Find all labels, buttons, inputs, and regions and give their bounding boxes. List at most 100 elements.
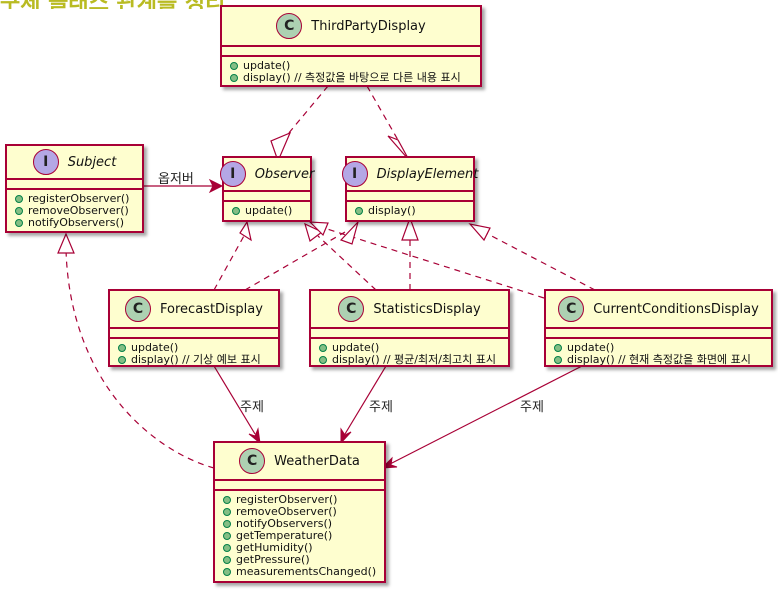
- forecast-to-weather-line: [213, 365, 256, 435]
- method: display(): [355, 205, 469, 217]
- methods-compartment: update(): [224, 202, 310, 217]
- public-method-icon: [230, 74, 238, 82]
- public-method-icon: [15, 195, 23, 203]
- arrowhead-display-element-from-forecast: [339, 221, 359, 245]
- attributes-compartment: [546, 329, 771, 339]
- arrowhead-weather-from-statistics: [340, 427, 352, 445]
- class-name: ForecastDisplay: [160, 301, 263, 317]
- interface-name: Subject: [67, 154, 117, 170]
- observer-link-label: 옵저버: [158, 172, 194, 187]
- class-name: CurrentConditionsDisplay: [593, 301, 759, 317]
- method: registerObserver(): [223, 494, 380, 506]
- arrowhead-subject-from-weather: [57, 232, 75, 254]
- public-method-icon: [223, 544, 231, 552]
- method: display() // 측정값을 바탕으로 다른 내용 표시: [230, 72, 476, 84]
- method: display() // 현재 측정값을 화면에 표시: [554, 354, 767, 366]
- public-method-icon: [223, 520, 231, 528]
- method: notifyObservers(): [223, 518, 380, 530]
- public-method-icon: [554, 356, 562, 364]
- method: update(): [118, 342, 274, 354]
- public-method-icon: [118, 344, 126, 352]
- class-name: ThirdPartyDisplay: [311, 18, 426, 34]
- class-stereotype-icon: C: [558, 296, 585, 322]
- third-party-display-class[interactable]: C ThirdPartyDisplay update() display() /…: [220, 5, 482, 87]
- arrowhead-weather-from-forecast: [248, 427, 261, 445]
- forecast-to-display-element-line: [244, 231, 346, 291]
- display-element-interface[interactable]: I DisplayElement display(): [341, 156, 478, 222]
- method: removeObserver(): [223, 506, 380, 518]
- public-method-icon: [554, 344, 562, 352]
- public-method-icon: [319, 356, 327, 364]
- public-method-icon: [15, 219, 23, 227]
- weather-data-class[interactable]: C WeatherData registerObserver() removeO…: [213, 441, 386, 583]
- attributes-compartment: [224, 192, 310, 202]
- public-method-icon: [118, 356, 126, 364]
- method: display() // 기상 예보 표시: [118, 354, 274, 366]
- arrowhead-observer-from-statistics: [304, 222, 324, 242]
- observer-interface[interactable]: I Observer update(): [219, 156, 315, 222]
- methods-compartment: update() display() // 측정값을 바탕으로 다른 내용 표시: [222, 57, 480, 84]
- class-name: WeatherData: [274, 453, 360, 469]
- methods-compartment: registerObserver() removeObserver() noti…: [7, 190, 142, 229]
- method: getPressure(): [223, 554, 380, 566]
- arrowhead-observer-from-subject: [208, 178, 224, 194]
- attributes-compartment: [215, 481, 384, 491]
- public-method-icon: [230, 62, 238, 70]
- arrowhead-observer-from-current: [308, 221, 329, 237]
- third-party-to-observer-line: [282, 85, 329, 141]
- interface-name: Observer: [254, 166, 315, 182]
- interface-stereotype-icon: I: [341, 161, 368, 187]
- class-name: StatisticsDisplay: [373, 301, 481, 317]
- public-method-icon: [319, 344, 327, 352]
- public-method-icon: [15, 207, 23, 215]
- current-to-observer-line: [323, 227, 545, 299]
- current-subject-label: 주제: [520, 400, 544, 415]
- attributes-compartment: [110, 329, 278, 339]
- method: getHumidity(): [223, 542, 380, 554]
- interface-stereotype-icon: I: [32, 149, 59, 175]
- public-method-icon: [223, 556, 231, 564]
- arrowhead-display-element-from-statistics: [401, 216, 419, 241]
- class-stereotype-icon: C: [125, 296, 152, 322]
- arrowhead-observer-from-third-party: [270, 131, 292, 163]
- method: getTemperature(): [223, 530, 380, 542]
- method: update(): [230, 60, 476, 72]
- forecast-display-class[interactable]: C ForecastDisplay update() display() // …: [108, 289, 280, 367]
- methods-compartment: registerObserver() removeObserver() noti…: [215, 491, 384, 578]
- statistics-display-class[interactable]: C StatisticsDisplay update() display() /…: [309, 289, 510, 367]
- statistics-to-observer-line: [317, 235, 377, 291]
- method: display() // 평균/최저/최고치 표시: [319, 354, 504, 366]
- arrowhead-display-element-from-third-party: [387, 135, 410, 161]
- method: removeObserver(): [15, 205, 138, 217]
- subject-interface[interactable]: I Subject registerObserver() removeObser…: [5, 144, 144, 233]
- public-method-icon: [355, 207, 363, 215]
- arrowhead-display-element-from-current: [468, 223, 491, 242]
- current-conditions-display-class[interactable]: C CurrentConditionsDisplay update() disp…: [544, 289, 773, 367]
- attributes-compartment: [7, 180, 142, 190]
- class-stereotype-icon: C: [239, 448, 266, 474]
- public-method-icon: [223, 568, 231, 576]
- methods-compartment: update() display() // 현재 측정값을 화면에 표시: [546, 339, 771, 366]
- methods-compartment: update() display() // 평균/최저/최고치 표시: [311, 339, 508, 366]
- statistics-to-weather-line: [344, 365, 387, 435]
- class-stereotype-icon: C: [338, 296, 365, 322]
- method: update(): [232, 205, 306, 217]
- weather-to-subject-line: [65, 249, 215, 469]
- forecast-subject-label: 주제: [240, 400, 264, 415]
- top-banner-fragment: 구체 클래스 관계를 정리: [0, 0, 520, 9]
- attributes-compartment: [347, 192, 473, 202]
- method: registerObserver(): [15, 193, 138, 205]
- methods-compartment: display(): [347, 202, 473, 217]
- arrowhead-observer-from-forecast: [239, 220, 252, 242]
- attributes-compartment: [311, 329, 508, 339]
- interface-name: DisplayElement: [376, 166, 479, 182]
- public-method-icon: [223, 496, 231, 504]
- attributes-compartment: [222, 47, 480, 57]
- method: notifyObservers(): [15, 217, 138, 229]
- methods-compartment: update() display() // 기상 예보 표시: [110, 339, 278, 366]
- method: update(): [554, 342, 767, 354]
- public-method-icon: [223, 508, 231, 516]
- current-to-weather-line: [389, 365, 583, 465]
- method: update(): [319, 342, 504, 354]
